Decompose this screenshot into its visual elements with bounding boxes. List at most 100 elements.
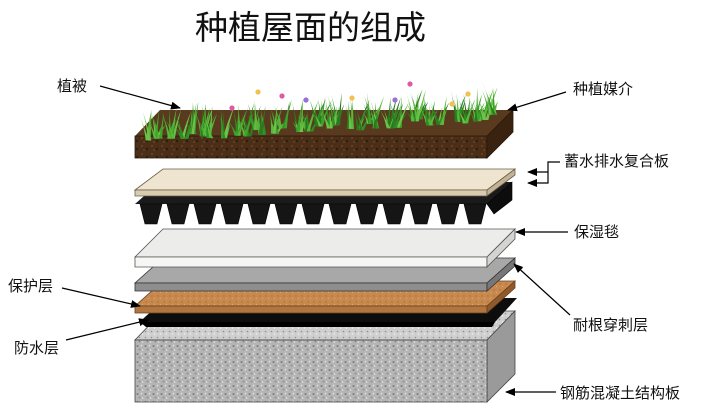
grass-blade [378,108,391,129]
grass-blade [283,100,290,129]
drainage-cup [220,203,244,225]
flower [349,95,355,101]
drainage-cup [382,203,406,225]
drainage-cup [409,203,433,225]
grass-blade [307,94,319,127]
page-title: 种植屋面的组成 [195,8,426,47]
flower [303,97,309,103]
grass-blade [411,107,415,122]
drainage-cup [166,203,190,225]
grass-blade [291,100,299,132]
grass-blade [220,120,226,139]
moisture-mat-layer [134,228,516,268]
grass-blade [304,112,308,132]
grass-blade [263,120,267,135]
drainage-cup [436,203,460,225]
grass-blade [245,97,257,130]
grass-blade [418,101,426,120]
grass-blade [328,108,333,129]
grass-blade [159,111,164,139]
grass-blade [369,110,380,124]
drainage-cup [139,203,163,225]
grass-blade [296,98,304,132]
grass-blade [463,93,469,124]
grass-blade [388,97,397,129]
grass-blade [335,106,341,126]
label-root-barrier: 耐根穿刺层 [573,316,649,334]
grass-blade [205,121,210,138]
drainage-cup [463,203,487,225]
grass-blade [366,91,372,124]
drainage-cup [328,203,352,225]
grass-blade [396,102,409,128]
drainage-cup [193,203,217,225]
grass-blade [258,113,262,135]
grass-blade [222,106,235,139]
grass-blade [422,92,429,126]
grass-blade [299,113,308,132]
grass-blade [306,101,319,132]
grass-blade [140,117,149,141]
grass-blade [348,106,352,129]
grass-blade [450,90,458,122]
grass-blade [390,116,394,129]
grass-blade [485,91,493,115]
grass-blade [329,100,336,126]
grass-blade [355,107,363,131]
grass-blade [174,109,184,139]
grass-blade [246,110,257,130]
grass-blade [145,111,151,141]
arrow-root-barrier [513,263,571,316]
label-vegetation: 植被 [57,77,88,95]
grass-blade [474,103,478,122]
grass-blade [421,110,431,126]
drainage-cup-side [486,181,513,215]
grass-blade [195,117,208,137]
label-moisture-mat: 保湿毯 [574,223,620,241]
flower [279,93,285,99]
grass-blade [312,111,322,127]
grass-blade [478,107,483,122]
flower [407,81,413,87]
grass-blade [430,101,440,125]
drainage-cup [355,203,379,225]
grass-blade [409,90,419,120]
grass-blade [235,113,247,137]
grass-blade [483,96,497,115]
grass-blade [202,107,210,137]
grass-blade [278,114,282,129]
grass-blade [317,103,331,129]
grass-blade [319,100,332,127]
grass-blade [226,118,238,136]
label-concrete-slab: 钢筋混凝土结构板 [560,384,681,402]
flower [465,91,471,97]
grass-blade [350,96,354,129]
grass-blade [456,92,460,122]
grass-blade [191,102,197,135]
grass-blade [353,107,360,131]
grass-blade [456,95,469,124]
grass-blade [146,116,157,139]
arrow-vegetation [99,85,181,110]
grass-blade [386,104,399,128]
pointer-arrows [61,85,571,396]
grass-blade [333,105,337,126]
flower [229,105,235,111]
grass-blade [224,123,231,139]
drainage-cup [274,203,298,225]
grass-blade [394,102,404,128]
grass-blade [325,99,331,129]
drainage-cup [301,203,325,225]
grass-blade [253,103,259,130]
label-protection-layer: 保护层 [8,277,54,295]
grass-blade [141,107,152,141]
vegetation-plants [140,81,498,141]
grass-blade [154,109,160,139]
grass-blade [464,98,476,124]
grass-blade [181,112,191,139]
grass-blade [199,123,204,137]
drainage-cup [247,203,271,225]
grass-blade [272,105,278,134]
